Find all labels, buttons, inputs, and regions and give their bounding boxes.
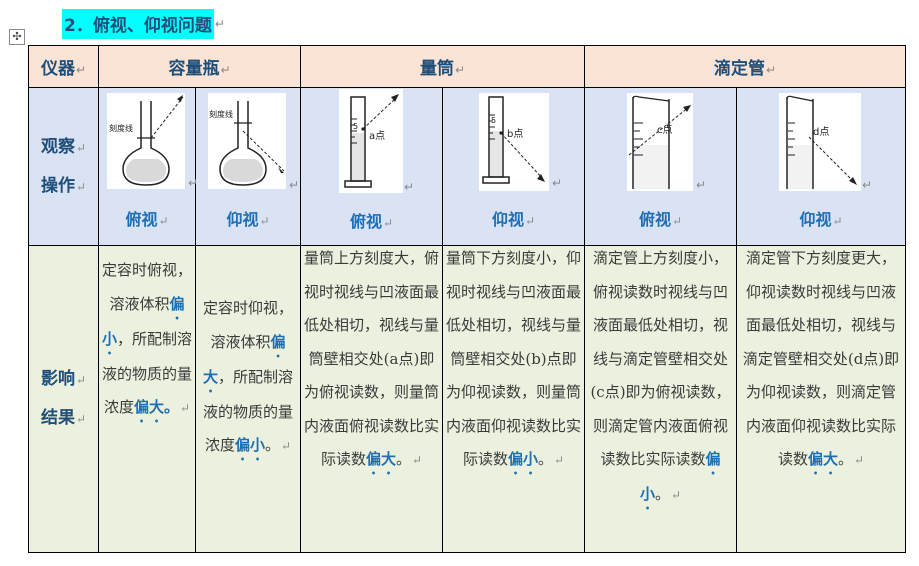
- result-burette-look-up: 滴定管下方刻度更大，仰视读数时视线与凹液面最低处相切，视线与滴定管壁相交处(d点…: [736, 245, 906, 553]
- burette-look-down-image: c点: [627, 93, 693, 191]
- header-instrument: 仪器↵: [28, 45, 99, 88]
- label-look-up: 仰视↵: [799, 210, 843, 229]
- label-look-up: 仰视↵: [491, 210, 536, 229]
- row-label-result: 影响↵ 结果↵: [28, 245, 99, 553]
- figure-cylinder-look-down: 5 a点 ↵ 俯视↵: [300, 87, 443, 246]
- figure-burette-look-up: d点 ↵ 仰视↵: [736, 87, 906, 246]
- label-look-down: 俯视↵: [349, 212, 394, 231]
- header-graduated-cylinder: 量筒↵: [300, 45, 585, 88]
- cylinder-look-up-image: 5 b点: [479, 93, 549, 191]
- heading-text: 2．俯视、仰视问题: [62, 9, 214, 39]
- result-flask-look-down: 定容时俯视，溶液体积偏小，所配制溶液的物质的量浓度偏大。↵: [98, 245, 196, 553]
- section-heading: 2．俯视、仰视问题 ↵: [62, 9, 225, 39]
- header-volumetric-flask: 容量瓶↵: [98, 45, 301, 88]
- tick-line-label: 刻度线: [109, 123, 133, 133]
- tick-line-label: 刻度线: [209, 109, 233, 119]
- point-d-label: d点: [813, 126, 829, 138]
- paragraph-mark-icon: ↵: [214, 17, 225, 31]
- point-c-label: c点: [657, 124, 673, 136]
- label-look-down: 俯视↵: [638, 210, 683, 229]
- burette-look-up-image: d点: [779, 93, 861, 191]
- figure-cylinder-look-up: 5 b点 ↵ 仰视↵: [442, 87, 585, 246]
- result-cylinder-look-down: 量筒上方刻度大，俯视时视线与凹液面最低处相切，视线与量筒壁相交处(a点)即为俯视…: [300, 245, 443, 553]
- point-b-label: b点: [507, 128, 523, 140]
- figure-burette-look-down: c点 ↵ 俯视↵: [584, 87, 737, 246]
- figure-flask-look-up: 刻度线 ↵ 仰视↵: [195, 87, 301, 246]
- label-look-down: 俯视↵: [125, 210, 169, 229]
- point-a-label: a点: [369, 130, 385, 142]
- result-flask-look-up: 定容时仰视，溶液体积偏大，所配制溶液的物质的量浓度偏小。↵: [195, 245, 301, 553]
- cylinder-look-down-image: 5 a点: [339, 89, 403, 193]
- flask-look-up-image: 刻度线: [208, 93, 286, 189]
- comparison-table: 仪器↵ 容量瓶↵ 量筒↵ 滴定管↵ 观察↵ 操作↵: [28, 45, 906, 553]
- result-burette-look-down: 滴定管上方刻度小，俯视读数时视线与凹液面最低处相切，视线与滴定管壁相交处(c点)…: [584, 245, 737, 553]
- figure-flask-look-down: 刻度线 ↵ 俯视↵: [98, 87, 198, 246]
- flask-look-down-image: 刻度线: [107, 93, 185, 189]
- scale-number: 5: [491, 116, 496, 125]
- result-cylinder-look-up: 量筒下方刻度小，仰视时视线与凹液面最低处相切，视线与量筒壁相交处(b)点即为仰视…: [442, 245, 585, 553]
- table-move-handle-icon[interactable]: ✣: [9, 29, 25, 45]
- scale-number: 5: [353, 122, 358, 131]
- header-burette: 滴定管↵: [584, 45, 906, 88]
- label-look-up: 仰视↵: [226, 210, 270, 229]
- row-label-observe: 观察↵ 操作↵: [28, 87, 99, 246]
